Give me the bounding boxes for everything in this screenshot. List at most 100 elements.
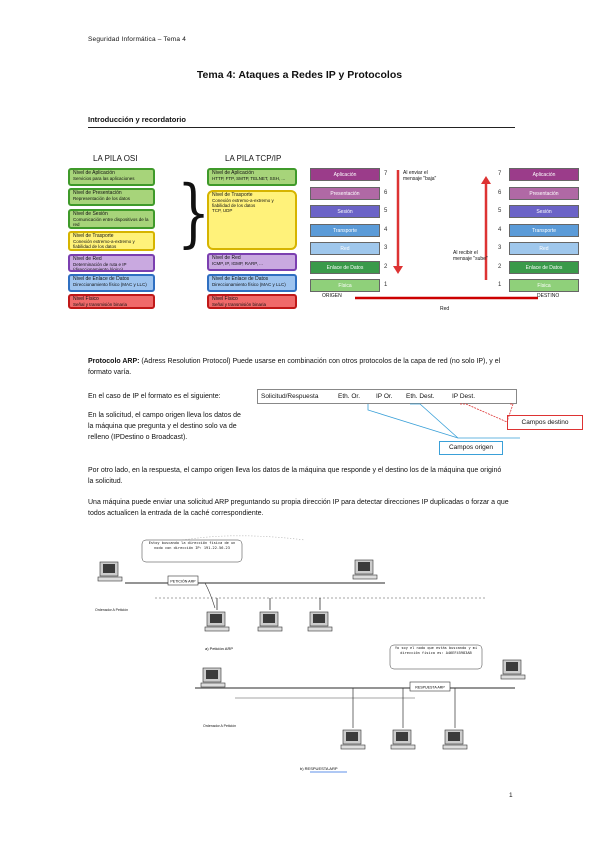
note-sending: Al enviar el mensaje "baja" xyxy=(403,170,437,182)
node-b-label: Ordenador A Petición xyxy=(203,724,237,728)
respuesta-paragraph: Por otro lado, en la respuesta, el campo… xyxy=(88,467,502,485)
caption-b: b) RESPUESTA ARP xyxy=(300,766,338,771)
osi-model-right-number: 6 xyxy=(498,189,502,196)
caption-a: a) Petición ARP xyxy=(205,646,233,651)
osi-model-right-number: 2 xyxy=(498,263,502,270)
computer-icon xyxy=(307,611,333,632)
destino-label: DESTINO xyxy=(537,293,560,299)
bubble-a-text: Estoy buscando la dirección física de un… xyxy=(148,541,236,550)
tcpip-layer-name: Nivel de Red xyxy=(212,255,241,261)
peticion-arp-label: PETICIÓN ARP xyxy=(170,579,196,584)
osi-model-left-layer: Transporte xyxy=(310,223,380,237)
tcpip-layer-name: Nivel de Trasporte xyxy=(212,192,253,198)
computer-icon xyxy=(97,561,123,582)
campos-destino-callout: Campos destino xyxy=(507,415,583,430)
osi-layer-name: Nivel de Enlace de Datos xyxy=(73,276,130,282)
arp-diagram: Estoy buscando la dirección física de un… xyxy=(95,535,526,773)
tcpip-layer-protocols: TCP, UDP xyxy=(212,208,233,213)
osi-model-left-number: 6 xyxy=(384,189,388,196)
osi-model-right-layer: Enlace de Datos xyxy=(509,260,579,274)
respuesta-arp-box xyxy=(409,681,451,692)
osi-layer-desc: Representación de los datos xyxy=(73,196,131,201)
node-a-label: Ordenador A Petición xyxy=(95,608,129,612)
osi-model-left-layer: Presentación xyxy=(310,186,380,200)
osi-layer-desc: Determinación de ruta e IP (direccionami… xyxy=(73,262,127,272)
osi-model-right-layer: Aplicación xyxy=(509,168,579,181)
osi-layer-name: Nivel de Red xyxy=(73,256,102,262)
field-eth-or: Eth. Or. xyxy=(338,393,361,400)
origen-callout-line xyxy=(410,403,520,439)
page-number: 1 xyxy=(509,792,513,799)
field-eth-dest: Eth. Dest. xyxy=(406,393,435,400)
osi-model-left-number: 3 xyxy=(384,245,388,251)
osi-model-left-number: 5 xyxy=(384,208,388,214)
arp-label: Protocolo ARP: xyxy=(88,358,140,365)
osi-layer-name: Nivel de Aplicación xyxy=(73,170,115,176)
campos-origen-callout: Campos origen xyxy=(439,441,503,455)
field-solicitud-respuesta: Solicitud/Respuesta xyxy=(261,393,319,400)
origen-label: ORIGEN xyxy=(322,293,342,299)
osi-model-left-number: 7 xyxy=(384,171,388,177)
brace-icon: } xyxy=(177,170,211,256)
up-arrowhead xyxy=(481,176,491,184)
osi-model-right-layer: Física xyxy=(509,279,579,292)
osi-model-left-layer: Física xyxy=(310,279,380,292)
computer-icon xyxy=(442,729,468,750)
field-ip-dest: IP Dest. xyxy=(452,393,476,400)
section-rule xyxy=(88,127,515,128)
osi-model-left-layer: Enlace de Datos xyxy=(310,260,380,274)
osi-model-left-layer: Red xyxy=(310,242,380,255)
tcpip-layer-name: Nivel Físico xyxy=(212,296,238,302)
speech-bubble-b xyxy=(389,644,483,670)
osi-model-right-layer: Transporte xyxy=(509,223,579,237)
osi-layer-name: Nivel de Trasporte xyxy=(73,233,114,239)
arp-frame-format: Solicitud/Respuesta Eth. Or. IP Or. Eth.… xyxy=(257,389,517,404)
osi-layer-name: Nivel Físico xyxy=(73,296,99,302)
osi-layer-desc: Conexión extremo-a-extremo y fiabilidad … xyxy=(73,239,135,249)
osi-model-right-number: 4 xyxy=(498,226,502,233)
computer-icon xyxy=(340,729,366,750)
osi-model-left-layer: Aplicación xyxy=(310,168,380,181)
tcpip-layer-name: Nivel de Enlace de Datos xyxy=(212,276,269,282)
osi-model-right-number: 3 xyxy=(498,245,502,251)
osi-layer-desc: Servicios para las aplicaciones xyxy=(73,176,135,181)
speech-bubble-a xyxy=(141,539,243,563)
solicitud-paragraph: En la solicitud, el campo origen lleva l… xyxy=(88,412,241,441)
arp-intro-text: (Adress Resolution Protocol) Puede usars… xyxy=(88,358,501,376)
osi-model-right-layer: Red xyxy=(509,242,579,255)
tcpip-layer-desc: Señal y transmisión binaria xyxy=(212,302,267,307)
osi-layer-name: Nivel de Presentación xyxy=(73,190,122,196)
tcpip-layer-desc: HTTP, FTP, SMTP, TELNET, SSH, ... xyxy=(212,176,286,181)
bubble-b-text: Yo soy el nodo que estás buscando y mi d… xyxy=(394,646,478,655)
callout-lines xyxy=(367,403,520,439)
osi-model-left-number: 2 xyxy=(384,263,388,270)
running-header: Seguridad Informática – Tema 4 xyxy=(88,36,187,43)
osi-layer-desc: Comunicación entre dispositivos de la re… xyxy=(73,217,149,227)
osi-layer-name: Nivel de Sesión xyxy=(73,211,108,217)
computer-icon xyxy=(500,659,526,680)
format-line: En el caso de IP el formato es el siguie… xyxy=(88,393,221,400)
computer-icon xyxy=(352,559,378,580)
computer-icon xyxy=(200,667,226,688)
maquina-paragraph: Una máquina puede enviar una solicitud A… xyxy=(88,499,509,517)
tcpip-layer-desc: Direccionamiento físico (MAC y LLC) xyxy=(212,282,286,287)
computer-icon xyxy=(390,729,416,750)
osi-model-arrows xyxy=(355,170,538,300)
peticion-arp-box xyxy=(167,575,199,586)
computer-icon xyxy=(204,611,230,632)
dest-callout-line xyxy=(460,403,508,423)
note-receiving: Al recibir el mensaje "sube" xyxy=(453,250,488,262)
osi-model-left-layer: Sesión xyxy=(310,205,380,218)
